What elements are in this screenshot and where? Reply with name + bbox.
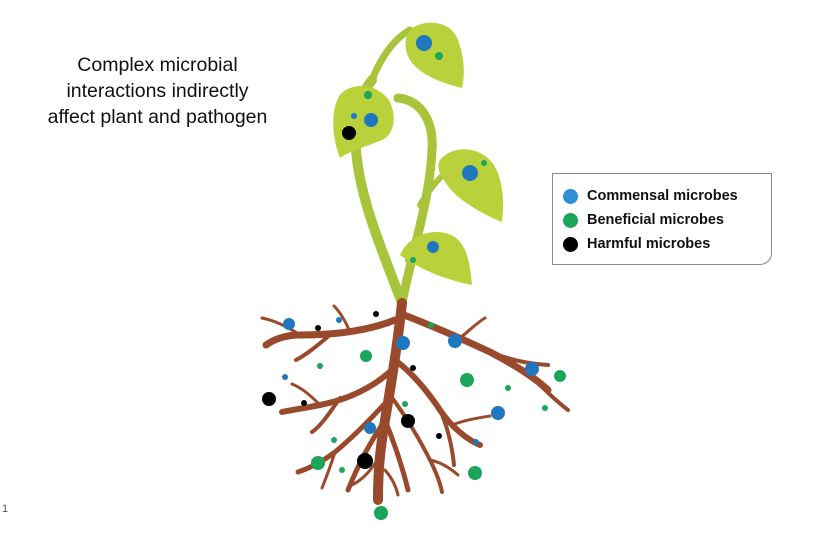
legend-label: Harmful microbes [587,236,711,252]
harmful-microbe [401,414,415,428]
title-line-3: affect plant and pathogen [47,106,268,128]
commensal-microbe [473,439,479,445]
legend-label: Beneficial microbes [587,212,724,228]
beneficial-microbe [331,437,337,443]
beneficial-microbe [542,405,548,411]
slide-title: Complex microbial interactions indirectl… [20,52,295,130]
upper-stem [368,26,414,84]
microbe-legend: Commensal microbes Beneficial microbes H… [552,173,772,265]
commensal-microbe [448,334,462,348]
leaf-upper-left [333,85,394,158]
plant-roots [260,298,570,505]
harmful-microbe [315,325,321,331]
commensal-microbe [336,317,342,323]
leaf-mid-right [438,149,504,222]
commensal-microbe [491,406,505,420]
commensal-microbe [282,374,288,380]
beneficial-microbe [554,370,566,382]
right-stem [393,93,437,308]
harmful-microbe [373,311,379,317]
title-line-1: Complex microbial [77,54,238,76]
leaf-top [405,22,464,89]
slide-number: 1 [2,503,9,515]
beneficial-microbe [460,373,474,387]
beneficial-microbe [360,350,372,362]
beneficial-microbe [428,322,434,328]
commensal-microbe [427,241,439,253]
beneficial-microbe [317,363,323,369]
legend-label: Commensal microbes [587,188,738,204]
microbes [262,35,566,520]
plant-leaves [333,22,504,285]
beneficial-microbe [505,385,511,391]
harmful-microbe [410,365,416,371]
beneficial-dot-icon [563,212,578,228]
beneficial-microbe [468,466,482,480]
harmful-microbe [342,126,356,140]
harmful-dot-icon [563,236,578,252]
root-right-low [388,393,444,494]
harmful-microbe [301,400,307,406]
harmful-microbe [436,433,442,439]
commensal-microbe [396,336,410,350]
beneficial-microbe [311,456,325,470]
beneficial-microbe [435,52,443,60]
beneficial-microbe [364,91,372,99]
beneficial-microbe [481,160,487,166]
commensal-microbe [462,165,478,181]
harmful-microbe [262,392,276,406]
root-right-mid [392,357,483,448]
legend-item-commensal: Commensal microbes [563,184,771,208]
beneficial-microbe [339,467,345,473]
commensal-microbe [364,113,378,127]
title-line-2: interactions indirectly [66,80,249,102]
commensal-microbe [283,318,295,330]
beneficial-microbe [410,257,416,263]
commensal-microbe [364,422,376,434]
leaf-low [400,231,472,285]
legend-item-beneficial: Beneficial microbes [563,208,771,232]
commensal-microbe [351,113,357,119]
commensal-microbe [416,35,432,51]
legend-item-harmful: Harmful microbes [563,232,771,256]
beneficial-microbe [402,401,408,407]
commensal-microbe [525,362,539,376]
beneficial-microbe [374,506,388,520]
harmful-microbe [357,453,373,469]
commensal-dot-icon [563,188,578,204]
